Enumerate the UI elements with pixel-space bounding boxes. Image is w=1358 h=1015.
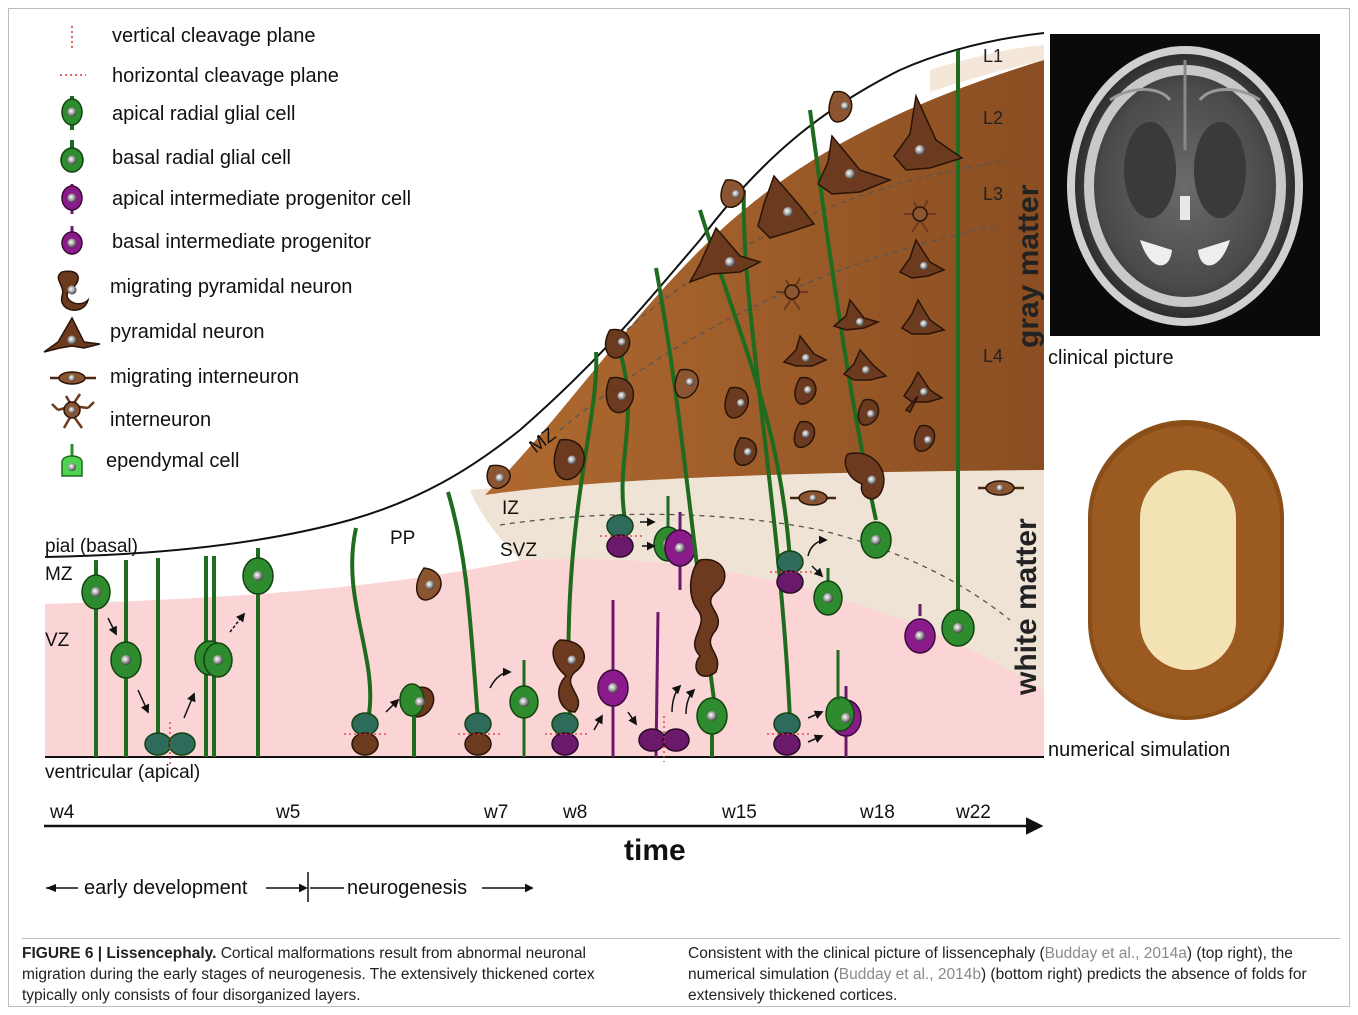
basal-intermediate-progenitor-icon	[62, 226, 82, 254]
legend-label: migrating interneuron	[110, 366, 299, 388]
clinical-picture-panel	[1050, 34, 1320, 336]
pyramidal-neuron-icon	[44, 318, 100, 352]
week-label: w22	[955, 802, 991, 823]
legend-label: apical radial glial cell	[112, 103, 295, 125]
legend-label: apical intermediate progenitor cell	[112, 188, 411, 210]
zone-label-pial: pial (basal)	[45, 536, 138, 557]
zone-label-svz: SVZ	[500, 540, 537, 561]
layer-label: L4	[983, 346, 1003, 366]
week-label: w8	[562, 802, 587, 823]
legend-label: pyramidal neuron	[110, 321, 265, 343]
timeline: w4 w5 w7 w8 w15 w18 w22 time early devel…	[44, 802, 1040, 902]
legend-label: ependymal cell	[106, 450, 239, 472]
clinical-picture-label: clinical picture	[1048, 347, 1174, 369]
zone-label-vz: VZ	[45, 630, 70, 651]
layer-label: L3	[983, 184, 1003, 204]
apical-radial-glial-cell-icon	[62, 96, 82, 130]
zone-label-pp: PP	[390, 528, 415, 549]
time-label: time	[624, 834, 686, 867]
caption-right: Consistent with the clinical picture of …	[688, 939, 1340, 1009]
cortex-regions	[45, 33, 1044, 757]
caption-fig-label: FIGURE 6 | Lissencephaly.	[22, 945, 216, 962]
numerical-simulation-panel	[1088, 420, 1284, 720]
week-label: w4	[49, 802, 75, 823]
zone-label-iz: IZ	[502, 498, 519, 519]
gray-matter-label: gray matter	[1012, 184, 1045, 348]
legend-label: migrating pyramidal neuron	[110, 276, 352, 298]
legend-label: basal radial glial cell	[112, 147, 291, 169]
layer-label: L1	[983, 46, 1003, 66]
week-label: w18	[859, 802, 895, 823]
legend: vertical cleavage plane horizontal cleav…	[44, 25, 411, 476]
migrating-interneuron-icon	[50, 372, 96, 384]
numerical-simulation-label: numerical simulation	[1048, 739, 1230, 761]
basal-radial-glial-cell-icon	[61, 140, 83, 172]
legend-label: horizontal cleavage plane	[112, 65, 339, 87]
legend-label: basal intermediate progenitor	[112, 231, 371, 253]
phase-label-early: early development	[84, 877, 248, 899]
migrating-pyramidal-neuron	[606, 378, 633, 413]
ependymal-cell-icon	[62, 444, 82, 476]
week-label: w7	[483, 802, 508, 823]
migrating-pyramidal-neuron-icon	[58, 271, 88, 310]
phase-label-neurogenesis: neurogenesis	[347, 877, 467, 899]
zone-label-ventricular: ventricular (apical)	[45, 762, 200, 783]
caption-cite-link[interactable]: Budday et al., 2014b	[839, 966, 981, 983]
layer-label: L2	[983, 108, 1003, 128]
lissencephaly-diagram: vertical cleavage plane horizontal cleav…	[0, 0, 1358, 935]
zone-label-mz: MZ	[45, 564, 73, 585]
caption-left: FIGURE 6 | Lissencephaly. Cortical malfo…	[22, 939, 632, 1009]
legend-label: interneuron	[110, 409, 211, 431]
week-label: w15	[721, 802, 757, 823]
caption-right-pre: Consistent with the clinical picture of …	[688, 945, 1045, 962]
apical-intermediate-progenitor-icon	[62, 184, 82, 214]
interneuron-icon	[52, 394, 94, 428]
white-matter-label: white matter	[1010, 518, 1043, 696]
week-label: w5	[275, 802, 300, 823]
caption-cite-link[interactable]: Budday et al., 2014a	[1045, 945, 1187, 962]
figure-caption: FIGURE 6 | Lissencephaly. Cortical malfo…	[22, 938, 1340, 1009]
legend-label: vertical cleavage plane	[112, 25, 315, 47]
